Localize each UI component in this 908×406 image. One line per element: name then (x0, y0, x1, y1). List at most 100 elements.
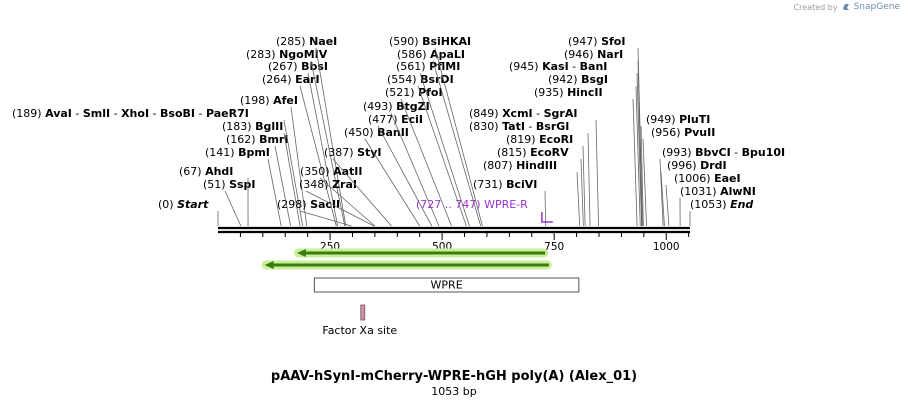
restriction-site-label: (162) BmrI (226, 133, 288, 146)
ruler-label: 1000 (653, 241, 680, 253)
site-enzyme-name: HincII (567, 86, 603, 99)
site-position: (956) (651, 126, 684, 139)
site-enzyme-name: BglII (255, 120, 283, 133)
restriction-site-label: (298) SacII (277, 198, 340, 211)
site-position: (731) (473, 178, 506, 191)
restriction-site-label: (731) BciVI (473, 178, 537, 191)
site-leader-line (274, 145, 292, 227)
site-leader-line (310, 60, 346, 227)
site-enzyme-name: BsiHKAI (422, 35, 471, 48)
site-position: (946) (564, 48, 597, 61)
site-position: (815) (497, 146, 530, 159)
site-leader-line (635, 85, 641, 227)
primer-range: (727 .. 747) (416, 198, 484, 211)
site-enzyme-name: Start (177, 198, 209, 211)
restriction-site-label: (1006) EaeI (674, 172, 741, 185)
site-leader-line (640, 125, 644, 227)
restriction-site-label: (521) PfoI (385, 86, 443, 99)
site-leader-line (417, 85, 467, 227)
site-position: (183) (222, 120, 255, 133)
site-position: (387) (324, 146, 357, 159)
site-leader-line (659, 158, 664, 227)
site-enzyme-name: SfoI (601, 35, 625, 48)
site-leader-line (400, 98, 452, 227)
site-enzyme-name: HindIII (516, 159, 557, 172)
site-leader-line (642, 138, 647, 227)
site-enzyme-name: AvaI (45, 107, 72, 120)
site-position: (849) (469, 107, 502, 120)
restriction-site-label: (183) BglII (222, 120, 283, 133)
restriction-site-label: (554) BsrDI (387, 73, 454, 86)
site-leader-line (332, 158, 392, 227)
site-position: (807) (483, 159, 516, 172)
restriction-site-label: (1031) AlwNI (680, 185, 756, 198)
restriction-site-label: (586) ApaLI (397, 48, 465, 61)
site-enzyme-name: PvuII (684, 126, 715, 139)
primer-label: (727 .. 747) WPRE-R (416, 198, 528, 211)
site-position: (198) (240, 94, 273, 107)
site-position: (521) (385, 86, 418, 99)
arrow-head-icon (296, 249, 306, 257)
site-enzyme-name: XcmI (502, 107, 533, 120)
site-leader-line (299, 210, 352, 227)
site-leader-line (432, 60, 482, 227)
site-position: (1006) (674, 172, 714, 185)
site-leader-line (576, 171, 581, 227)
restriction-site-label: (493) BtgZI (363, 100, 430, 113)
site-position: (162) (226, 133, 259, 146)
site-enzyme-name: NarI (597, 48, 623, 61)
site-position: (264) (262, 73, 295, 86)
site-leader-line (283, 119, 304, 227)
site-enzyme-name: DrdI (700, 159, 727, 172)
site-position: (561) (396, 60, 429, 73)
restriction-site-label: (807) HindIII (483, 159, 557, 172)
site-enzyme-name: AfeI (273, 94, 298, 107)
site-separator: - (731, 146, 742, 159)
restriction-site-label: (945) KasI - BanI (509, 60, 607, 73)
site-enzyme-name: NgoMIV (279, 48, 328, 61)
site-position: (942) (548, 73, 581, 86)
restriction-site-label: (946) NarI (564, 48, 623, 61)
site-leader-line (637, 47, 643, 227)
restriction-site-label: (947) SfoI (568, 35, 625, 48)
site-position: (945) (509, 60, 542, 73)
site-leader-line (299, 85, 337, 227)
site-separator: - (525, 120, 536, 133)
plasmid-title: pAAV-hSynI-mCherry-WPRE-hGH poly(A) (Ale… (270, 369, 638, 384)
arrow-head-icon (264, 261, 274, 269)
site-position: (141) (205, 146, 238, 159)
site-position: (450) (344, 126, 377, 139)
site-enzyme-name: BsrGI (536, 120, 569, 133)
site-position: (949) (646, 113, 679, 126)
site-enzyme-name: BsgI (581, 73, 608, 86)
site-enzyme-name: BciVI (506, 178, 537, 191)
restriction-site-label: (942) BsgI (548, 73, 608, 86)
primer-name: WPRE-R (484, 198, 528, 211)
site-enzyme-name: BanI (580, 60, 608, 73)
site-leader-line (319, 177, 376, 227)
credit-brand: SnapGene (853, 2, 900, 12)
restriction-site-label: (956) PvuII (651, 126, 715, 139)
plasmid-length: 1053 bp (431, 385, 477, 398)
site-enzyme-name: End (730, 198, 753, 211)
site-leader-line (587, 132, 591, 227)
site-position: (830) (469, 120, 502, 133)
site-position: (586) (397, 48, 430, 61)
restriction-site-label: (67) AhdI (179, 165, 233, 178)
restriction-site-label: (949) PluTI (646, 113, 710, 126)
site-enzyme-name: AlwNI (720, 185, 756, 198)
site-enzyme-name: EcoRV (530, 146, 569, 159)
site-position: (51) (203, 178, 229, 191)
site-enzyme-name: EciI (401, 113, 423, 126)
site-enzyme-name: PaeR7I (206, 107, 249, 120)
site-enzyme-name: ApaLI (430, 48, 465, 61)
restriction-site-label: (141) BpmI (205, 146, 270, 159)
site-position: (283) (246, 48, 279, 61)
site-separator: - (195, 107, 206, 120)
site-enzyme-name: PluTI (679, 113, 710, 126)
site-enzyme-name: BsrDI (420, 73, 454, 86)
site-enzyme-name: AatII (333, 165, 362, 178)
site-leader-line (660, 171, 665, 227)
primer-arrow (541, 212, 553, 223)
site-leader-line (224, 190, 242, 227)
